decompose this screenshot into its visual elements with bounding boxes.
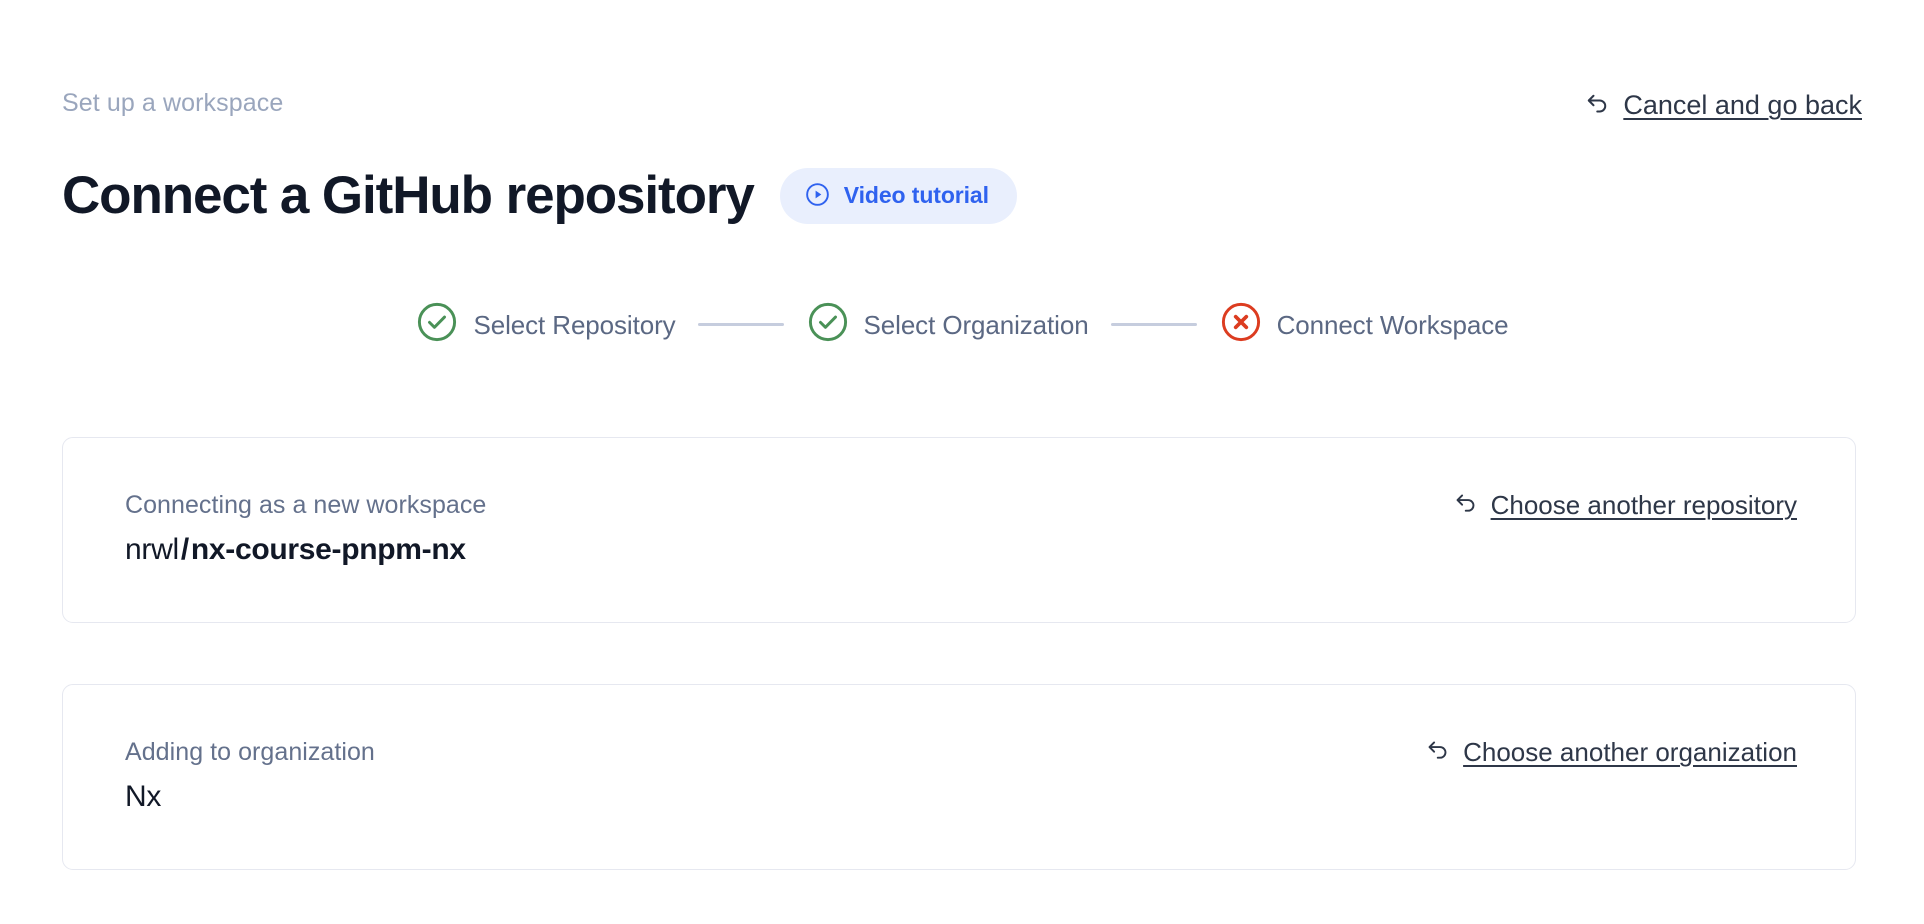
stepper-connector-1 bbox=[697, 323, 784, 326]
repository-card-caption: Connecting as a new workspace bbox=[125, 491, 487, 519]
repository-owner: nrwl bbox=[125, 533, 179, 566]
repository-name: nx-course-pnpm-nx bbox=[190, 533, 466, 566]
repository-card-inner: Connecting as a new workspace nrwl/nx-co… bbox=[63, 438, 1855, 622]
organization-card: Adding to organization Nx Choose another… bbox=[62, 684, 1856, 870]
cancel-and-go-back-link[interactable]: Cancel and go back bbox=[1582, 88, 1862, 123]
repository-card: Connecting as a new workspace nrwl/nx-co… bbox=[62, 437, 1856, 623]
choose-another-organization-link[interactable]: Choose another organization bbox=[1423, 735, 1797, 769]
stepper-label-select-repository: Select Repository bbox=[473, 309, 676, 340]
organization-card-inner: Adding to organization Nx Choose another… bbox=[63, 685, 1855, 869]
organization-card-caption: Adding to organization bbox=[125, 738, 375, 766]
undo-arrow-icon bbox=[1582, 88, 1612, 123]
choose-another-organization-label: Choose another organization bbox=[1463, 737, 1797, 767]
video-tutorial-label: Video tutorial bbox=[843, 182, 989, 208]
undo-arrow-icon bbox=[1423, 735, 1452, 769]
play-circle-icon bbox=[804, 181, 831, 211]
check-circle-icon bbox=[806, 300, 850, 349]
choose-another-repository-label: Choose another repository bbox=[1490, 490, 1797, 520]
page-eyebrow: Set up a workspace bbox=[62, 89, 284, 117]
undo-arrow-icon bbox=[1451, 488, 1480, 522]
check-circle-icon bbox=[415, 300, 459, 349]
stepper-step-connect-workspace[interactable]: Connect Workspace bbox=[1219, 300, 1509, 349]
stepper-label-select-organization: Select Organization bbox=[863, 309, 1089, 340]
title-row: Connect a GitHub repository Video tutori… bbox=[62, 129, 1862, 262]
choose-another-repository-link[interactable]: Choose another repository bbox=[1451, 488, 1797, 522]
video-tutorial-button[interactable]: Video tutorial bbox=[779, 167, 1017, 224]
stepper-step-select-repository[interactable]: Select Repository bbox=[415, 300, 676, 349]
cancel-and-go-back-label: Cancel and go back bbox=[1623, 90, 1862, 120]
repository-card-value: nrwl/nx-course-pnpm-nx bbox=[125, 531, 1795, 569]
stepper-step-select-organization[interactable]: Select Organization bbox=[806, 300, 1089, 349]
stepper-connector-2 bbox=[1110, 323, 1197, 326]
stepper-label-connect-workspace: Connect Workspace bbox=[1276, 309, 1509, 340]
organization-card-value: Nx bbox=[125, 780, 162, 813]
x-circle-icon bbox=[1219, 300, 1263, 349]
progress-stepper: Select Repository Select Organization Co… bbox=[0, 300, 1924, 349]
page-title: Connect a GitHub repository bbox=[62, 165, 755, 225]
repository-separator: / bbox=[180, 533, 189, 566]
page-header: Set up a workspace Connect a GitHub repo… bbox=[62, 88, 1862, 262]
